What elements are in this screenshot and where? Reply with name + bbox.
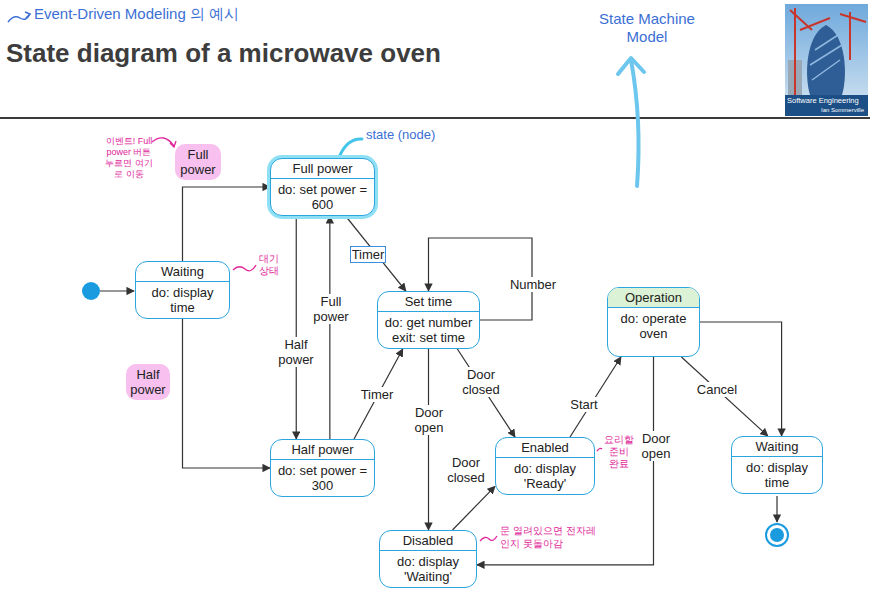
handwritten-big-arrow (631, 60, 639, 186)
event-label: Door open (638, 431, 674, 461)
state-action: do: get number exit: set time (378, 312, 479, 348)
event-label: Half power (126, 364, 170, 400)
handwritten-big-arrowhead (618, 58, 644, 74)
handwritten-note: 대기 상태 (258, 253, 280, 277)
handwritten-note: state (node) (366, 127, 435, 143)
state-box: Enableddo: display 'Ready' (495, 437, 595, 495)
transition-arrow (681, 357, 767, 436)
event-label: Door open (409, 405, 449, 435)
state-box: Disableddo: display 'Waiting' (379, 530, 477, 588)
event-label: Timer (351, 247, 386, 262)
initial-transition (100, 290, 134, 291)
event-label: Number (509, 277, 557, 292)
cover-text: Software Engineering (787, 96, 867, 105)
state-name: Waiting (136, 262, 229, 282)
event-label: Door closed (443, 455, 489, 485)
handwritten-note: 이벤트! Full power 버튼 누르면 여기로 이동 (102, 136, 156, 180)
state-box: Set timedo: get number exit: set time (377, 291, 480, 349)
state-action: do: display time (136, 282, 229, 318)
annotation-arrow (152, 138, 174, 146)
handwritten-note: State Machine Model (588, 10, 706, 46)
transition-arrow (354, 349, 403, 439)
state-box: Full powerdo: set power = 600 (270, 158, 375, 216)
event-label: Half power (276, 337, 316, 367)
book-cover (785, 4, 868, 116)
state-box: Operationdo: operate oven (607, 287, 700, 357)
final-state-ring (766, 524, 788, 546)
transition-arrow (346, 216, 406, 291)
annotation-arrowhead (170, 141, 176, 147)
slide-title: State diagram of a microwave oven (6, 38, 441, 69)
final-state-dot (770, 528, 784, 542)
handwritten-arrowhead (25, 12, 30, 18)
handwritten-note: 요리할 준비 완료 (603, 434, 634, 470)
event-label: Timer (360, 387, 395, 402)
state-name: Disabled (380, 531, 476, 551)
state-name: Half power (271, 440, 374, 460)
state-action: do: display 'Waiting' (380, 551, 476, 587)
state-name: Waiting (732, 437, 822, 457)
transition-arrow (570, 357, 621, 437)
cover-tower-stripes (810, 35, 842, 80)
event-label: Start (569, 397, 598, 412)
state-action: do: set power = 600 (271, 179, 374, 215)
transition-arrow (329, 216, 330, 439)
event-label: Full power (175, 144, 221, 180)
annotation-leader (233, 265, 256, 271)
transition-arrow (183, 319, 271, 468)
annotation-leader (597, 448, 602, 451)
annotation-leader (480, 536, 497, 541)
cover-sky (785, 4, 868, 116)
state-action: do: display time (732, 457, 822, 493)
handwritten-note: 문 열려있으면 전자레인지 못돌아감 (500, 524, 600, 550)
highlight-leader (340, 139, 362, 155)
transition-arrow (700, 322, 782, 436)
handwritten-note: Event-Driven Modeling 의 예시 (34, 5, 239, 23)
event-label: Full power (311, 294, 351, 324)
transition-arrow (183, 187, 271, 261)
cover-text: Ian Sommerville (800, 106, 864, 114)
state-box: Waitingdo: display time (135, 261, 230, 319)
state-name: Set time (378, 292, 479, 312)
initial-state (82, 282, 100, 300)
state-name: Operation (608, 288, 699, 308)
transition-arrow (428, 349, 429, 530)
state-action: do: operate oven (608, 308, 699, 356)
state-name: Full power (271, 159, 374, 179)
transition-arrow (453, 486, 496, 530)
state-action: do: display 'Ready' (496, 458, 594, 494)
cover-tower (807, 25, 845, 95)
final-transition (776, 496, 777, 522)
state-name: Enabled (496, 438, 594, 458)
title-rule (0, 117, 870, 119)
transition-arrow (296, 216, 297, 439)
state-box: Waitingdo: display time (731, 436, 823, 494)
event-label: Door closed (458, 367, 504, 397)
cover-crane (790, 8, 866, 95)
state-box: Half powerdo: set power = 300 (270, 439, 375, 497)
event-label: Cancel (696, 382, 738, 397)
transition-arrow (457, 349, 515, 437)
cover-band (785, 95, 868, 116)
state-action: do: set power = 300 (271, 460, 374, 496)
